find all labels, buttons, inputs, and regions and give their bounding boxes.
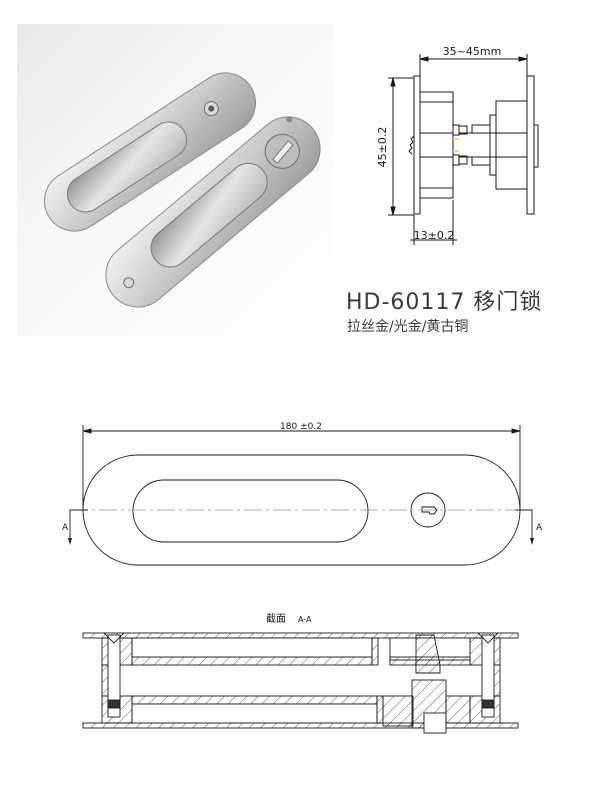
- width-dimension: 35~45mm: [443, 45, 502, 58]
- height-dimension: 45±0.2: [376, 127, 389, 168]
- side-profile-drawing: 35~45mm 45±0.2 13±0.2: [376, 45, 539, 245]
- front-view-drawing: A A 180 ±0.2: [62, 422, 543, 566]
- section-label: 截面: [266, 612, 286, 625]
- plate-dimension: 13±0.2: [414, 229, 455, 242]
- section-mark-left: A: [62, 523, 69, 533]
- product-photo: [17, 24, 333, 336]
- sliding-door-lock-render: [44, 72, 321, 308]
- finish-options: 拉丝金/光金/黄古铜: [347, 319, 469, 335]
- section-view-drawing: 截面 A-A: [82, 612, 519, 734]
- length-dimension: 180 ±0.2: [280, 422, 322, 432]
- section-label-suffix: A-A: [298, 615, 312, 624]
- section-mark-right: A: [536, 523, 543, 533]
- product-title: HD-60117 移门锁: [346, 290, 543, 315]
